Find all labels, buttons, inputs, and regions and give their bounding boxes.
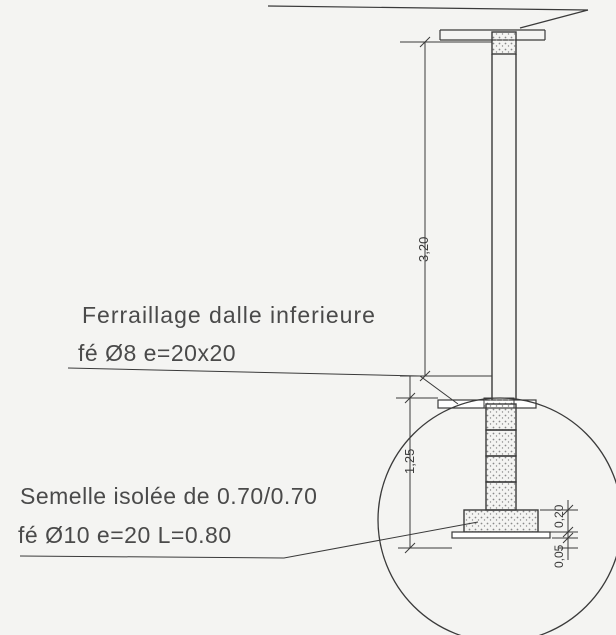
roof-slab — [267, 5, 589, 41]
dimension-footing — [540, 500, 578, 560]
top-beam — [491, 31, 517, 55]
dimension-blinding-label: 0,05 — [552, 544, 566, 568]
footing — [463, 509, 539, 533]
dimension-column-height-label: 3,20 — [416, 237, 431, 262]
footing-annotation-rebar: fé Ø10 e=20 L=0.80 — [18, 522, 232, 548]
leader-footing — [19, 521, 479, 559]
leader-slab — [67, 367, 459, 405]
slab-annotation-title: Ferraillage dalle inferieure — [82, 302, 376, 328]
blinding — [451, 531, 551, 539]
dimension-footing-thickness-label: 0,20 — [552, 504, 566, 528]
foundation-wall — [485, 403, 517, 511]
dimension-lower-height-label: 1,25 — [402, 449, 417, 474]
dimension-column-height — [400, 36, 492, 382]
slab-annotation-rebar: fé Ø8 e=20x20 — [78, 340, 237, 366]
detail-circle — [377, 397, 616, 635]
footing-annotation-title: Semelle isolée de 0.70/0.70 — [20, 483, 318, 509]
dimension-lower-height — [396, 376, 452, 554]
column — [491, 54, 517, 404]
